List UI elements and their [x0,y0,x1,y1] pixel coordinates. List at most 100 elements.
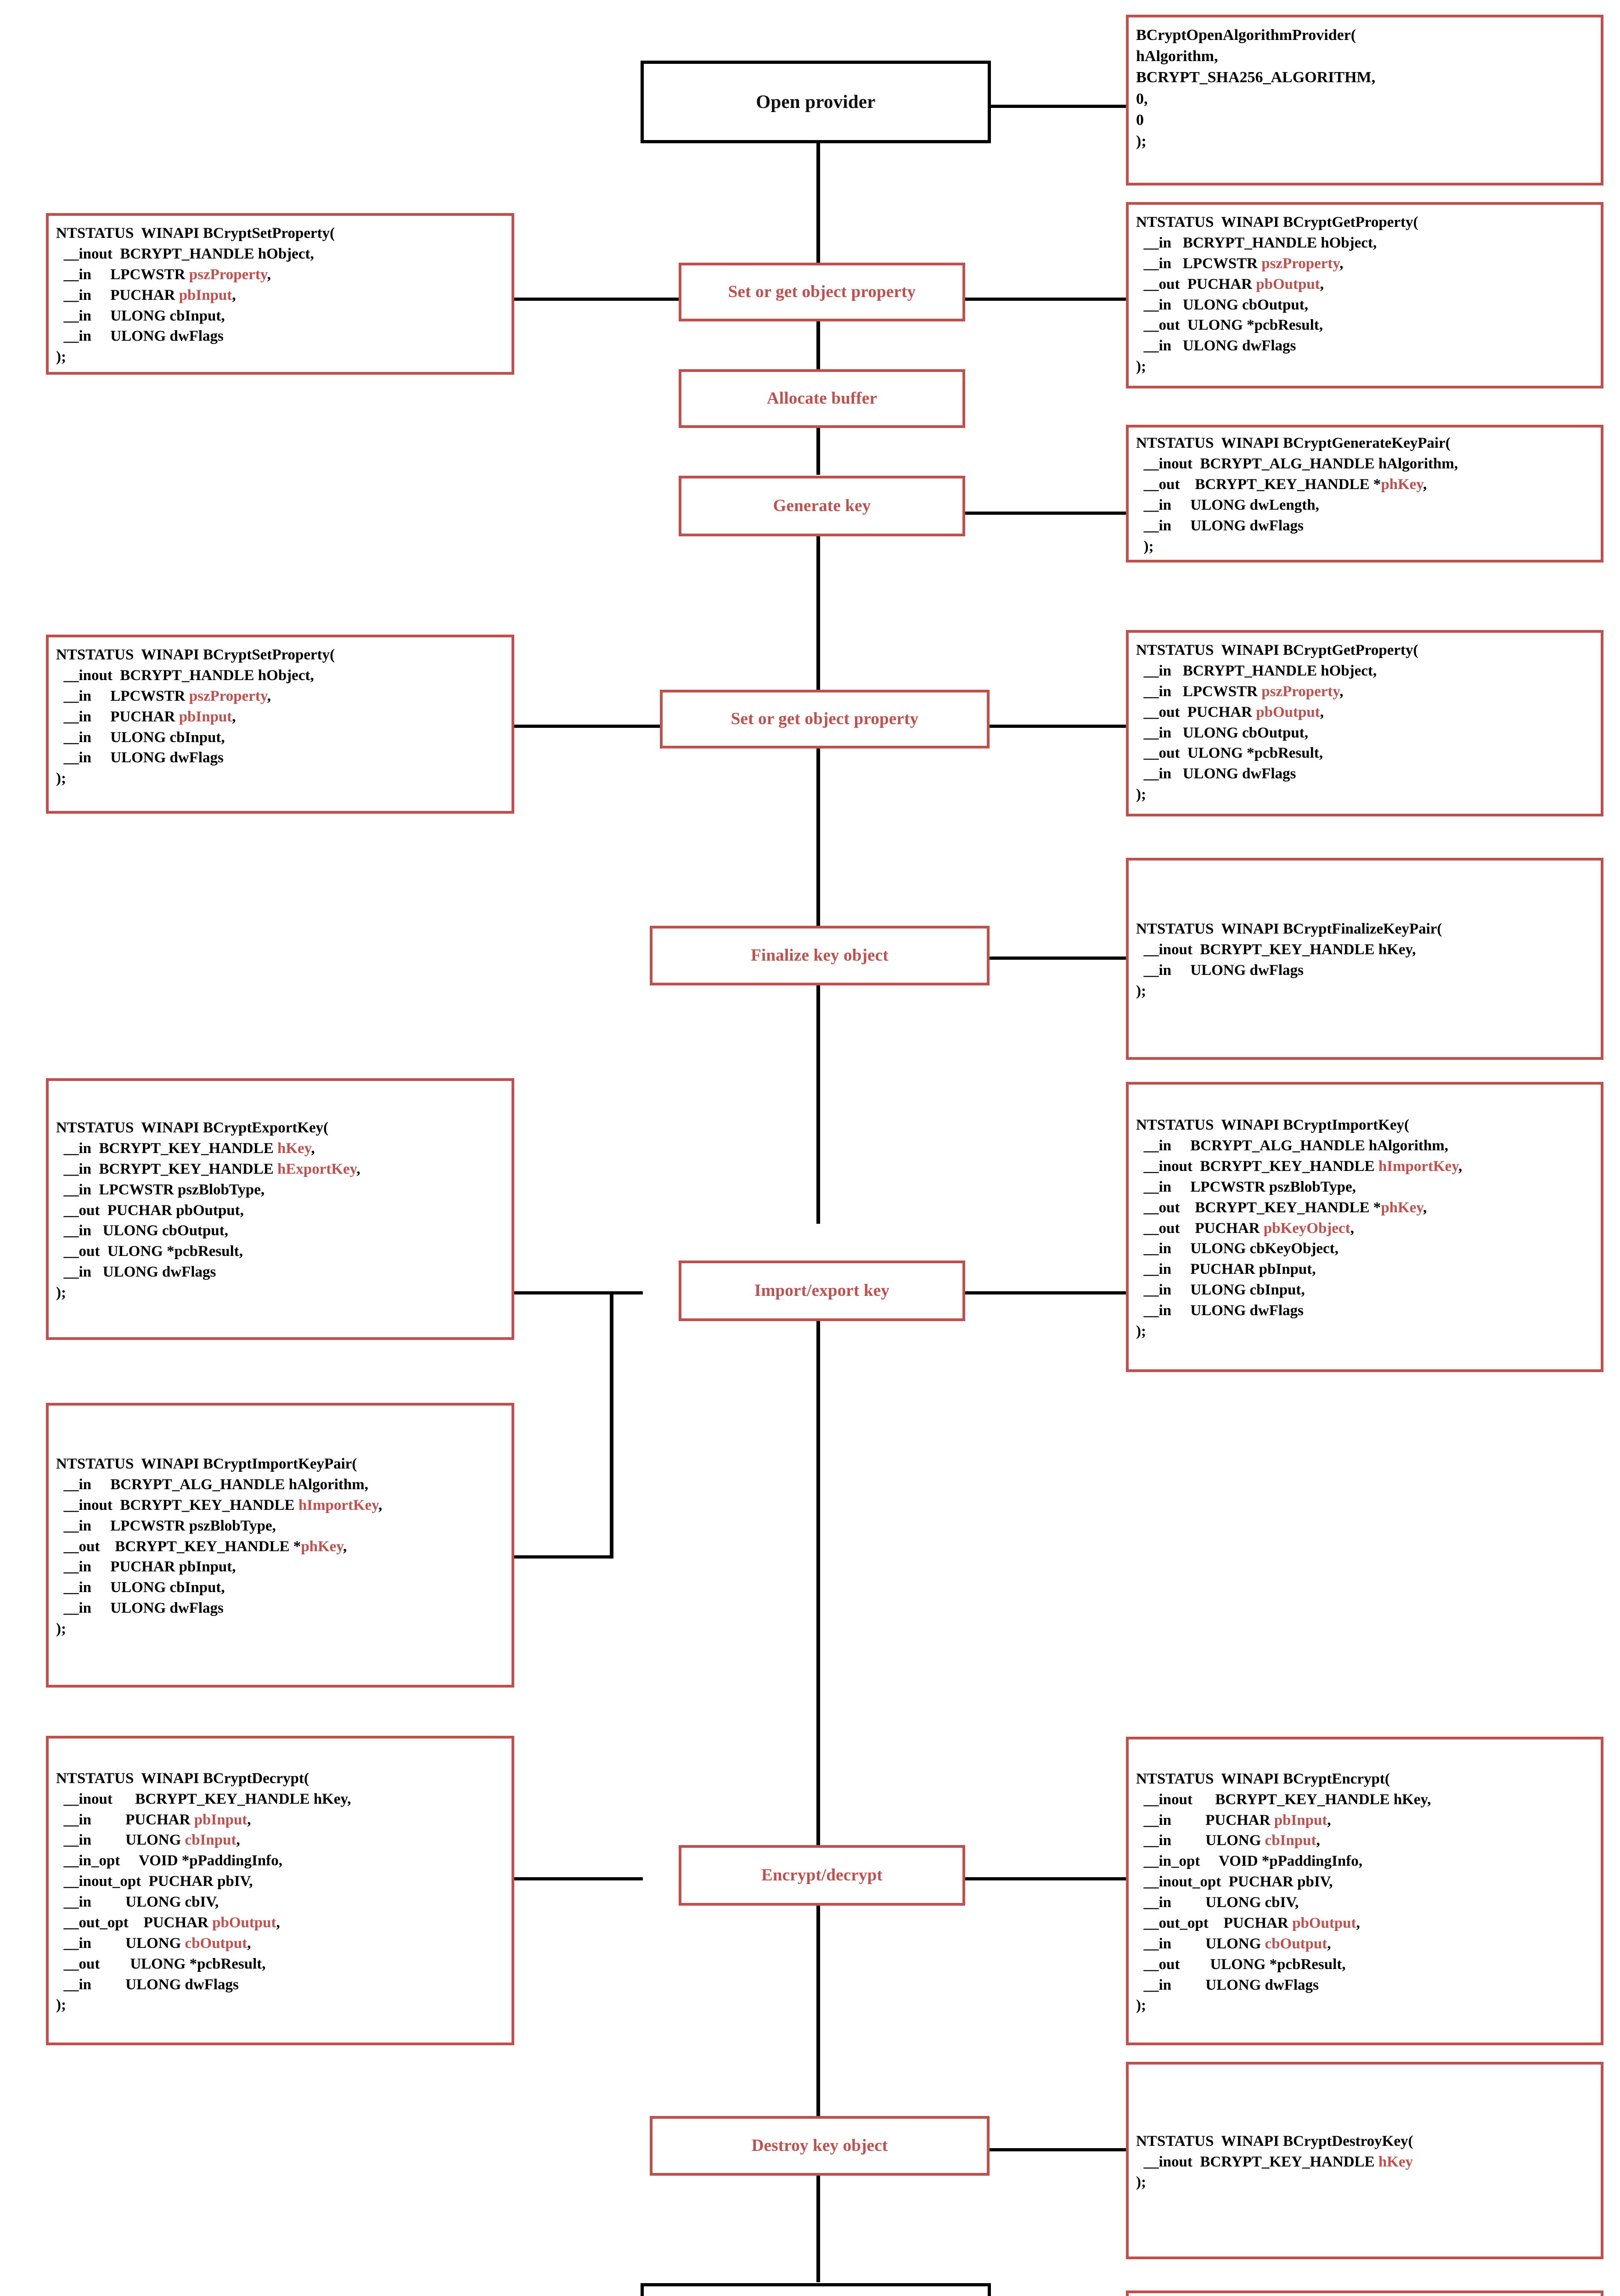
signature-box-bcryptimportkey: NTSTATUS WINAPI BCryptImportKey( __in BC… [1126,1082,1603,1372]
signature-text: __out ULONG *pcbResult, [56,1955,266,1972]
signature-text: ); [1136,982,1146,999]
flow-node-finalize-key-object[interactable]: Finalize key object [650,926,990,985]
connector-setget1-right [963,298,1130,301]
signature-text: __out PUCHAR [1136,703,1256,720]
signature-line: __inout_opt PUCHAR pbIV, [56,1871,505,1892]
signature-text: __in_opt VOID *pPaddingInfo, [56,1852,282,1869]
signature-text: ); [56,1284,66,1301]
signature-text: __in ULONG cbIV, [1136,1894,1299,1911]
signature-line: __inout BCRYPT_HANDLE hObject, [56,244,505,264]
flow-node-label: Allocate buffer [766,388,878,408]
signature-text: ); [56,1997,66,2014]
flow-node-encrypt-decrypt[interactable]: Encrypt/decrypt [679,1845,965,1906]
signature-box-bcryptdestroykey: NTSTATUS WINAPI BCryptDestroyKey( __inou… [1126,2062,1603,2259]
signature-text: __in ULONG cbOutput, [1136,724,1309,741]
connector-setget1-to-allocate [816,321,820,369]
flow-node-close-provider[interactable]: Close provider [641,2283,991,2296]
signature-line: NTSTATUS WINAPI BCryptImportKeyPair( [56,1454,505,1474]
connector-encrypt-to-destroy [816,1902,820,2122]
highlighted-parameter: hKey [1378,2153,1413,2170]
signature-line: ); [56,768,505,789]
connector-importexport-drop [610,1291,613,1559]
signature-text: __inout_opt PUCHAR pbIV, [1136,1874,1333,1891]
flow-node-generate-key[interactable]: Generate key [679,476,965,536]
signature-box-bcryptopenalgorithmprovider: BCryptOpenAlgorithmProvider(hAlgorithm,B… [1126,15,1603,186]
signature-line: __in ULONG cbOutput, [56,1933,505,1954]
flow-node-open-provider[interactable]: Open provider [641,61,991,143]
signature-text: __in PUCHAR pbInput, [1136,1261,1316,1278]
signature-line: __inout BCRYPT_KEY_HANDLE hImportKey, [56,1495,505,1516]
signature-line: __in ULONG cbInput, [56,1577,505,1598]
signature-box-bcryptsetproperty-1: NTSTATUS WINAPI BCryptSetProperty( __ino… [46,213,514,375]
signature-text: __inout BCRYPT_HANDLE hObject, [56,245,314,262]
connector-destroy-to-close [816,2172,820,2282]
signature-line: __in ULONG dwFlags [1136,1975,1594,1996]
signature-line: __in LPCWSTR pszProperty, [1136,253,1594,274]
signature-text: , [1458,1158,1462,1175]
signature-text: , [311,1140,315,1157]
signature-text: NTSTATUS WINAPI BCryptSetProperty( [56,647,335,663]
signature-text: , [356,1160,360,1177]
signature-text: __out_opt PUCHAR [56,1914,213,1931]
signature-line: __in ULONG dwFlags [56,748,505,768]
flow-node-allocate-buffer[interactable]: Allocate buffer [679,369,965,428]
signature-text: __in ULONG dwFlags [1136,765,1296,782]
signature-text: __out ULONG *pcbResult, [56,1243,243,1260]
signature-text: __in LPCWSTR [1136,255,1262,272]
signature-text: __inout BCRYPT_KEY_HANDLE hKey, [1136,941,1416,958]
signature-text: , [232,287,236,304]
signature-text: __in ULONG cbOutput, [56,1222,229,1239]
signature-text: , [267,687,271,704]
connector-importexport-left [514,1291,643,1294]
signature-line: ); [56,347,505,367]
highlighted-parameter: pszProperty [189,266,267,283]
signature-line: NTSTATUS WINAPI BCryptGenerateKeyPair( [1136,433,1594,454]
signature-line: __out_opt PUCHAR pbOutput, [56,1913,505,1933]
signature-text: __in ULONG cbKeyObject, [1136,1240,1339,1257]
signature-line: __in ULONG cbIV, [56,1892,505,1913]
signature-line: NTSTATUS WINAPI BCryptSetProperty( [56,645,505,665]
flow-node-label: Destroy key object [751,2136,888,2155]
signature-text: __out ULONG *pcbResult, [1136,1956,1346,1973]
highlighted-parameter: pbOutput [1256,276,1320,293]
signature-line: __in BCRYPT_KEY_HANDLE hKey, [56,1138,505,1159]
signature-text: , [1327,1812,1331,1829]
highlighted-parameter: hKey [277,1140,311,1157]
signature-line: __in LPCWSTR pszBlobType, [1136,1177,1594,1198]
connector-open-provider-right [987,105,1130,108]
signature-line: __in ULONG dwFlags [56,1262,505,1283]
signature-text: __in BCRYPT_KEY_HANDLE [56,1140,277,1157]
signature-line: __out BCRYPT_KEY_HANDLE *phKey, [1136,1198,1594,1218]
signature-text: , [1320,703,1324,720]
signature-text: __in ULONG cbInput, [1136,1282,1305,1299]
flow-node-destroy-key-object[interactable]: Destroy key object [650,2116,990,2176]
signature-text: NTSTATUS WINAPI BCryptGenerateKeyPair( [1136,435,1451,452]
signature-line: __out ULONG *pcbResult, [56,1954,505,1975]
signature-text: __in ULONG [1136,1935,1265,1952]
flow-node-set-get-object-property-1[interactable]: Set or get object property [679,263,965,321]
signature-line: NTSTATUS WINAPI BCryptGetProperty( [1136,640,1594,661]
signature-line: __inout BCRYPT_KEY_HANDLE hImportKey, [1136,1156,1594,1177]
highlighted-parameter: hImportKey [1378,1158,1458,1175]
flow-node-label: Generate key [773,496,871,515]
signature-text: __in ULONG dwFlags [1136,1976,1319,1993]
signature-line: __in ULONG cbOutput, [56,1221,505,1241]
signature-text: , [276,1914,280,1931]
signature-line: __in ULONG dwFlags [56,326,505,347]
signature-box-bcryptimportkeypair: NTSTATUS WINAPI BCryptImportKeyPair( __i… [46,1403,514,1688]
signature-text: __out BCRYPT_KEY_HANDLE * [56,1538,301,1555]
flow-node-import-export-key[interactable]: Import/export key [679,1261,965,1321]
signature-text: , [1356,1914,1360,1931]
signature-line: ); [1136,784,1594,805]
signature-text: ); [56,770,66,787]
connector-importkeypair-left [514,1555,613,1559]
signature-text: __inout BCRYPT_ALG_HANDLE hAlgorithm, [1136,456,1458,473]
flow-node-set-get-object-property-2[interactable]: Set or get object property [660,690,990,748]
signature-text: __in PUCHAR [56,287,179,304]
signature-line: __in ULONG cbOutput, [1136,295,1594,315]
signature-line: __in_opt VOID *pPaddingInfo, [56,1851,505,1871]
signature-text: __in BCRYPT_HANDLE hObject, [1136,662,1377,679]
connector-destroy-right [987,2148,1130,2151]
connector-setget1-left [514,298,680,301]
